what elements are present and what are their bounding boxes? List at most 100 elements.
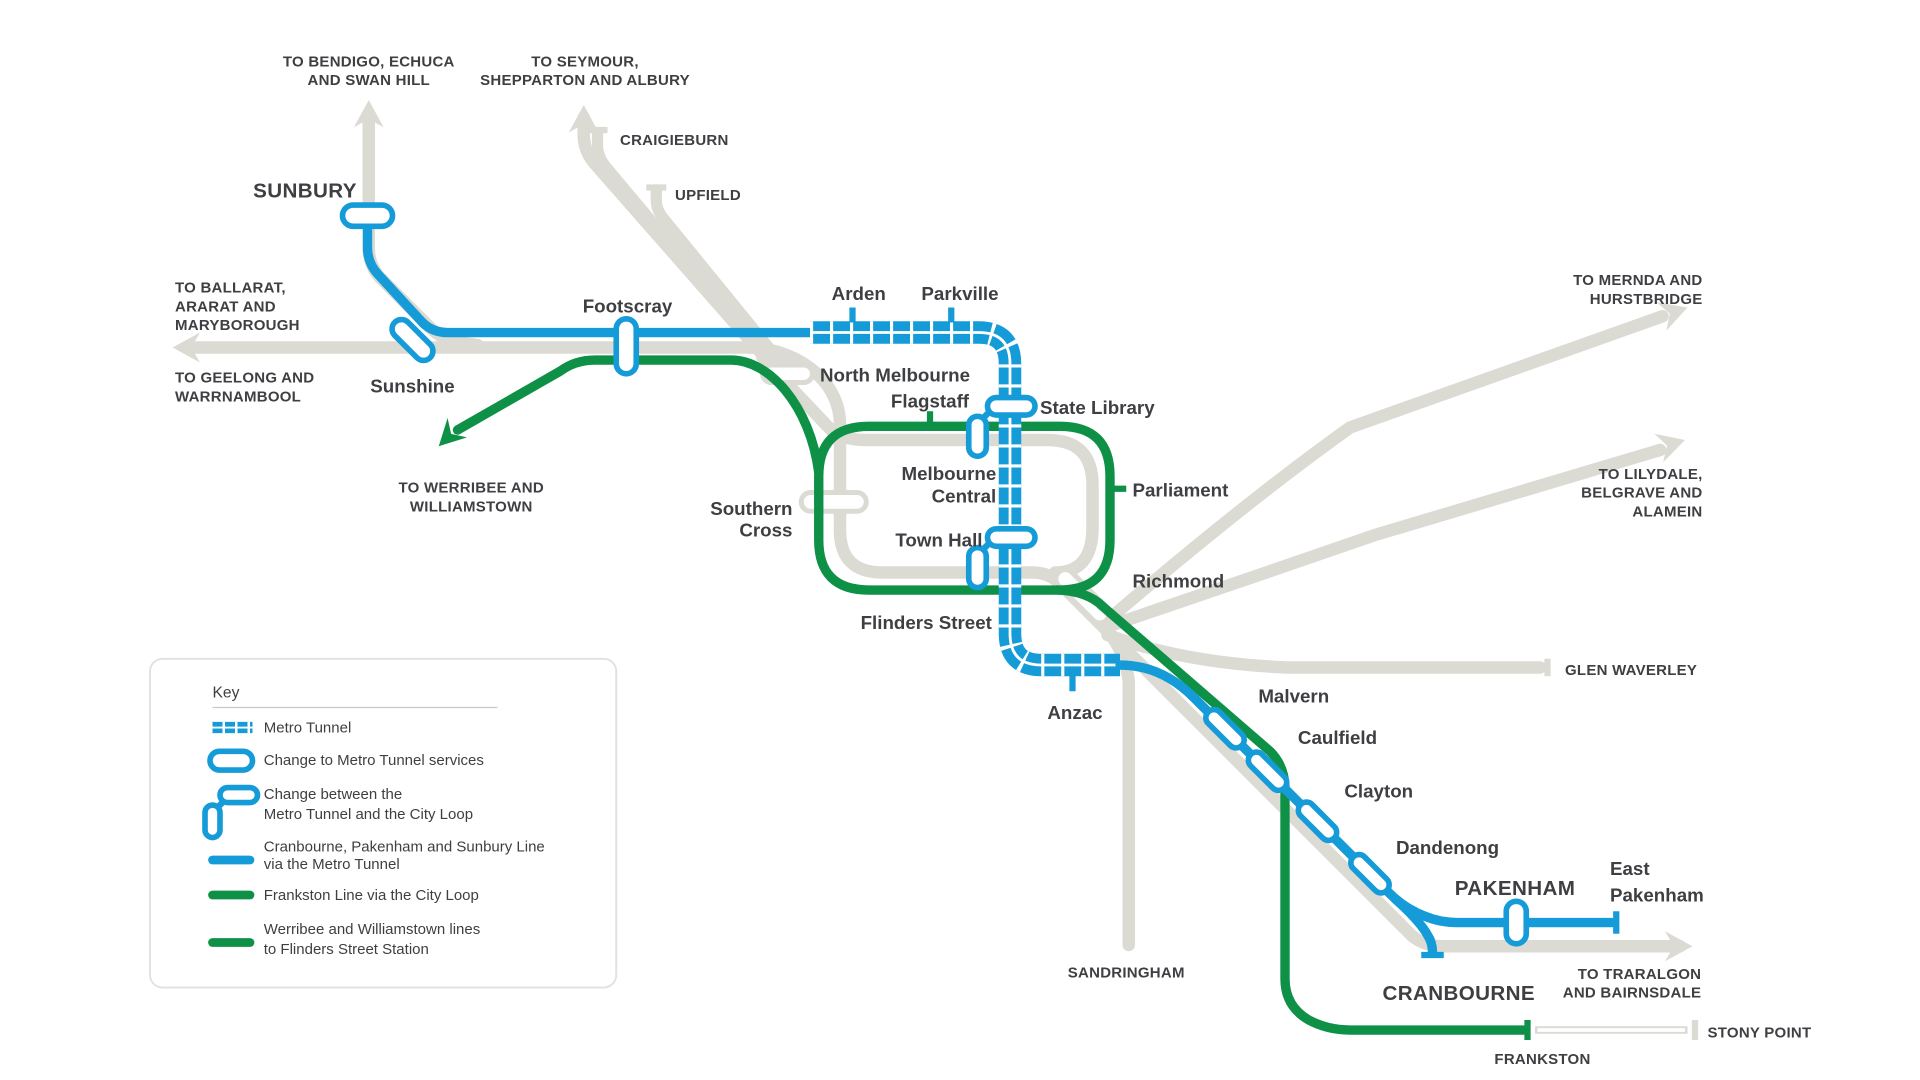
label-to-bendigo-1: TO BENDIGO, ECHUCA xyxy=(283,53,455,70)
arrow-seymour-icon xyxy=(568,105,599,133)
label-melbourne-central-2: Central xyxy=(932,486,997,507)
legend-cps-line-label-2: via the Metro Tunnel xyxy=(264,856,400,873)
label-sandringham: SANDRINGHAM xyxy=(1068,965,1185,982)
station-marker-southern-cross xyxy=(798,490,869,514)
label-anzac: Anzac xyxy=(1047,702,1102,723)
arrow-lilydale-icon xyxy=(1654,433,1685,463)
label-pakenham: PAKENHAM xyxy=(1455,877,1576,900)
label-melbourne-central-1: Melbourne xyxy=(901,463,996,484)
cranbourne-branch xyxy=(1390,894,1438,958)
bendigo-line xyxy=(362,113,484,352)
label-glen-waverley: GLEN WAVERLEY xyxy=(1565,662,1697,679)
label-sunshine: Sunshine xyxy=(370,376,454,397)
blue-lines xyxy=(362,225,1620,959)
label-to-seymour-2: SHEPPARTON AND ALBURY xyxy=(480,72,690,89)
legend-change-metro-label: Change to Metro Tunnel services xyxy=(264,752,484,769)
legend-change-loop-label-1: Change between the xyxy=(264,786,402,803)
legend-werribee-line-label-2: to Flinders Street Station xyxy=(264,941,429,958)
station-marker-dandenong xyxy=(1348,851,1392,896)
metro-tunnel-band-midline xyxy=(810,331,1120,667)
legend-werribee-line-label-1: Werribee and Williamstown lines xyxy=(264,921,480,938)
arrow-ballarat-geelong-icon xyxy=(172,332,200,363)
label-to-traralgon-2: AND BAIRNSDALE xyxy=(1563,985,1702,1002)
legend-change-loop-label-2: Metro Tunnel and the City Loop xyxy=(264,806,473,823)
label-east-pakenham-2: Pakenham xyxy=(1610,884,1704,905)
label-sunbury: SUNBURY xyxy=(253,180,357,203)
label-to-seymour-1: TO SEYMOUR, xyxy=(531,53,639,70)
legend-change-pill-icon xyxy=(207,748,256,773)
legend: Key Metro Tunnel Change to Metro Tunnel … xyxy=(149,657,618,989)
label-parkville: Parkville xyxy=(921,283,998,304)
label-flinders-street: Flinders Street xyxy=(861,612,993,633)
arrow-bendigo-icon xyxy=(353,100,384,128)
station-marker-sunshine xyxy=(389,316,436,364)
label-upfield: UPFIELD xyxy=(675,187,741,204)
frankston-line xyxy=(1052,585,1530,1035)
label-to-werribee-1: TO WERRIBEE AND xyxy=(399,480,544,497)
label-to-bendigo-2: AND SWAN HILL xyxy=(308,72,430,89)
legend-title: Key xyxy=(213,685,240,702)
label-frankston: FRANKSTON xyxy=(1494,1051,1590,1068)
labels: TO BENDIGO, ECHUCA AND SWAN HILL TO SEYM… xyxy=(175,53,1812,1068)
label-to-geelong-2: WARRNAMBOOL xyxy=(175,388,301,405)
label-flagstaff: Flagstaff xyxy=(891,391,970,412)
sunbury-line xyxy=(362,225,815,338)
city-loop-gray xyxy=(756,351,1099,579)
station-marker-sunbury xyxy=(339,202,396,230)
mernda-line xyxy=(1098,310,1669,629)
station-marker-malvern xyxy=(1203,706,1247,751)
station-marker-clayton xyxy=(1295,799,1340,844)
label-to-geelong-1: TO GEELONG AND xyxy=(175,370,314,387)
gray-lines xyxy=(172,100,1699,1040)
station-marker-town-hall xyxy=(984,525,1038,550)
label-dandenong: Dandenong xyxy=(1396,837,1499,858)
label-footscray: Footscray xyxy=(583,296,673,317)
station-marker-state-library xyxy=(984,394,1038,418)
label-southern-cross-1: Southern xyxy=(710,498,792,519)
label-east-pakenham-1: East xyxy=(1610,858,1650,879)
legend-change-loop-icon-hpill xyxy=(217,784,261,806)
label-parliament: Parliament xyxy=(1133,479,1230,500)
werribee-williamstown-line xyxy=(452,355,824,478)
state-library-change-vertical-pill xyxy=(965,413,990,460)
legend-metro-tunnel-label: Metro Tunnel xyxy=(264,720,352,737)
label-to-traralgon-1: TO TRARALGON xyxy=(1578,966,1702,983)
town-hall-change-vertical-pill xyxy=(965,544,990,591)
label-to-lilydale-2: BELGRAVE AND xyxy=(1581,485,1702,502)
craigieburn-line xyxy=(591,126,776,369)
legend-frankston-line-label: Frankston Line via the City Loop xyxy=(264,887,479,904)
label-to-lilydale-3: ALAMEIN xyxy=(1632,503,1702,520)
blue-station-markers xyxy=(339,202,1530,947)
sandringham-line xyxy=(1093,616,1135,952)
green-lines xyxy=(438,355,1531,1040)
label-southern-cross-2: Cross xyxy=(739,519,792,540)
label-to-mernda-1: TO MERNDA AND xyxy=(1573,272,1702,289)
legend-box xyxy=(149,657,618,989)
station-marker-caulfield xyxy=(1245,749,1290,794)
station-marker-footscray xyxy=(613,315,640,377)
label-to-ballarat-1: TO BALLARAT, xyxy=(175,280,286,297)
label-cranbourne: CRANBOURNE xyxy=(1382,982,1535,1005)
label-arden: Arden xyxy=(832,283,886,304)
arrow-mernda-icon xyxy=(1656,302,1688,331)
lilydale-line xyxy=(1098,443,1667,634)
legend-cps-line-label-1: Cranbourne, Pakenham and Sunbury Line xyxy=(264,838,545,855)
upfield-line xyxy=(650,184,791,374)
label-clayton: Clayton xyxy=(1344,781,1413,802)
label-state-library: State Library xyxy=(1040,397,1155,418)
station-marker-pakenham xyxy=(1503,898,1530,947)
label-to-lilydale-1: TO LILYDALE, xyxy=(1599,466,1703,483)
label-malvern: Malvern xyxy=(1258,686,1329,707)
label-richmond: Richmond xyxy=(1133,571,1225,592)
arrow-traralgon-icon xyxy=(1665,931,1693,962)
seymour-line xyxy=(577,111,772,364)
label-to-ballarat-2: ARARAT AND xyxy=(175,298,276,315)
glen-waverley-line xyxy=(1101,628,1547,674)
label-to-ballarat-3: MARYBOROUGH xyxy=(175,317,300,334)
arrow-werribee-icon xyxy=(438,417,468,447)
legend-change-loop-icon-vpill xyxy=(202,802,223,841)
label-stony-point: STONY POINT xyxy=(1708,1025,1812,1042)
label-to-mernda-2: HURSTBRIDGE xyxy=(1590,291,1703,308)
label-to-werribee-2: WILLIAMSTOWN xyxy=(410,498,533,515)
